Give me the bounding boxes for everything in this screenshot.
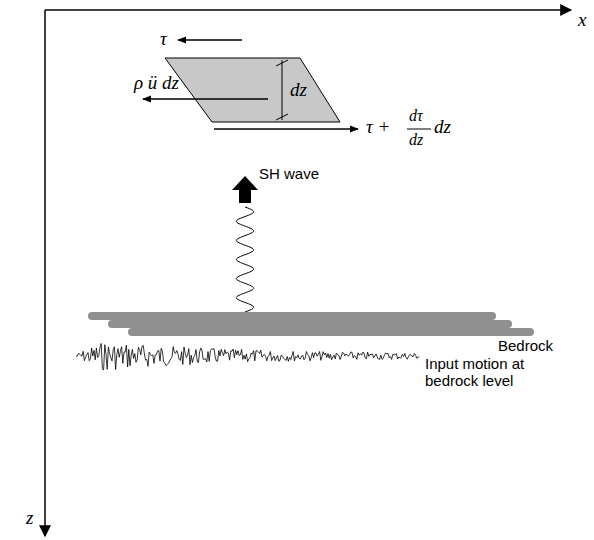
wave-label: SH wave <box>259 166 319 183</box>
wave-spring-path <box>236 207 253 312</box>
wave-direction-arrow <box>232 176 258 203</box>
stress-label: dz <box>434 117 451 138</box>
axis-label: z <box>26 508 33 529</box>
inertia-label: ρ ü dz <box>134 73 179 94</box>
seismogram-trace <box>76 343 419 370</box>
wave-spring <box>236 207 253 312</box>
dimension-tick <box>276 60 288 66</box>
fraction-numerator: dτ <box>409 107 423 125</box>
shear-stress-arrow <box>178 39 242 41</box>
x-axis <box>45 9 571 11</box>
z-axis <box>44 10 46 536</box>
axis-label: x <box>578 10 586 31</box>
fraction-denominator: dz <box>409 131 423 149</box>
input-motion-label: Input motion at bedrock level <box>425 356 565 389</box>
bedrock-band <box>92 312 492 320</box>
inertia-arrow <box>143 98 268 100</box>
fraction-bar <box>407 129 431 130</box>
bedrock-band <box>132 328 530 336</box>
soil-element <box>165 58 340 122</box>
bedrock-band <box>112 320 508 328</box>
dimension-line <box>282 60 283 120</box>
bedrock-label: Bedrock <box>498 338 553 355</box>
dimension-label: dz <box>290 80 307 101</box>
stress-label: τ + <box>366 117 390 138</box>
seismogram <box>76 343 419 370</box>
dimension-tick <box>276 114 288 120</box>
stress-symbol: τ <box>160 29 167 50</box>
shear-stress-arrow <box>214 128 358 130</box>
